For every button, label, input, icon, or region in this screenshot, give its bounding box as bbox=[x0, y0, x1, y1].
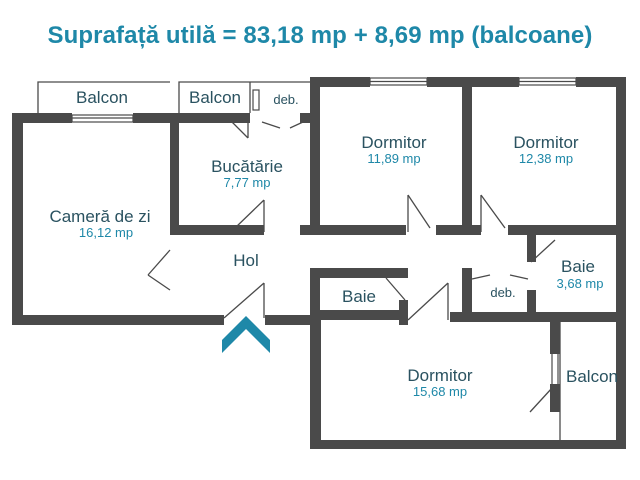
bedroom-1-area: 11,89 mp bbox=[367, 151, 420, 166]
bath-small-label: Baie bbox=[342, 287, 376, 306]
balcony-living-label: Balcon bbox=[76, 88, 128, 107]
room-labels: Balcon Balcon deb. Dormitor 11,89 mp Dor… bbox=[49, 88, 618, 399]
living-label: Cameră de zi bbox=[49, 207, 150, 226]
bath-label: Baie bbox=[561, 257, 595, 276]
bedroom-2-label: Dormitor bbox=[513, 133, 579, 152]
bedroom-3-label: Dormitor bbox=[407, 366, 473, 385]
kitchen-area: 7,77 mp bbox=[224, 175, 271, 190]
bedroom-1-label: Dormitor bbox=[361, 133, 427, 152]
hall-label: Hol bbox=[233, 251, 259, 270]
storage-top-label: deb. bbox=[273, 92, 298, 107]
balcony-right-label: Balcon bbox=[566, 367, 618, 386]
walls bbox=[12, 77, 626, 449]
storage-mid-label: deb. bbox=[490, 285, 515, 300]
bedroom-3-area: 15,68 mp bbox=[413, 384, 467, 399]
living-area: 16,12 mp bbox=[79, 225, 133, 240]
balcony-kitchen-label: Balcon bbox=[189, 88, 241, 107]
bedroom-2-area: 12,38 mp bbox=[519, 151, 573, 166]
kitchen-label: Bucătărie bbox=[211, 157, 283, 176]
entrance-chevron-icon bbox=[222, 316, 270, 353]
floor-area-title: Suprafață utilă = 83,18 mp + 8,69 mp (ba… bbox=[47, 22, 593, 49]
bath-area: 3,68 mp bbox=[557, 276, 604, 291]
thin-lines bbox=[37, 77, 593, 440]
